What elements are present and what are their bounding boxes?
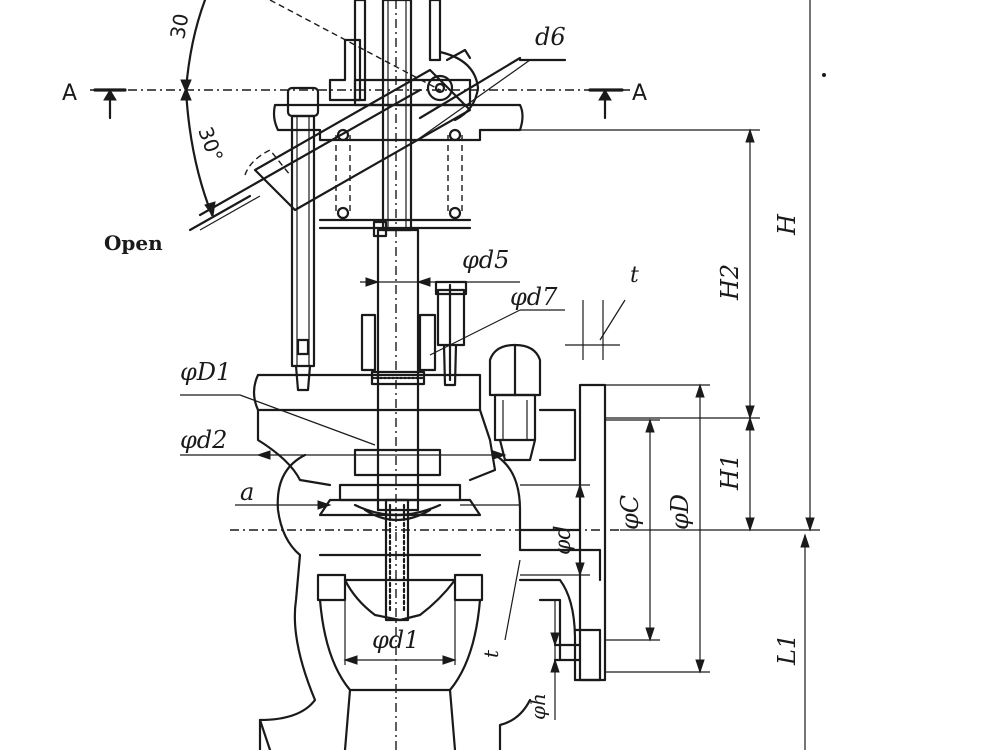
label-phi-h: φh bbox=[526, 693, 550, 720]
section-mark-right bbox=[588, 88, 624, 120]
lever bbox=[244, 48, 567, 212]
label-phi-d1: φd1 bbox=[372, 626, 419, 654]
label-H2: H2 bbox=[716, 264, 744, 301]
tie-bolt-left bbox=[286, 86, 320, 392]
stem bbox=[372, 0, 420, 622]
label-d6: d6 bbox=[535, 23, 566, 51]
label-t-lower: t bbox=[479, 649, 503, 658]
springs bbox=[318, 128, 472, 230]
open-label: Open bbox=[104, 231, 163, 255]
label-phi-D1: φD1 bbox=[180, 358, 231, 386]
yoke-top bbox=[272, 0, 524, 142]
angle-label-top: 30 bbox=[165, 12, 193, 41]
section-label-left: A bbox=[62, 81, 77, 106]
body-bolt bbox=[488, 343, 577, 462]
label-t: t bbox=[630, 263, 639, 288]
angle-label-mid: 30° bbox=[193, 124, 228, 166]
label-L1: L1 bbox=[773, 634, 801, 666]
label-phi-d5: φd5 bbox=[462, 246, 509, 274]
dimension-lines bbox=[180, 0, 820, 750]
label-H: H bbox=[773, 213, 801, 236]
label-a: a bbox=[240, 478, 254, 506]
label-H1: H1 bbox=[716, 454, 744, 491]
label-phi-d2: φd2 bbox=[180, 426, 227, 454]
label-phi-d: φd bbox=[551, 526, 576, 556]
label-phi-D: φD bbox=[666, 494, 694, 530]
label-phi-C: φC bbox=[616, 495, 644, 530]
label-phi-d7: φd7 bbox=[510, 283, 558, 311]
speck bbox=[822, 73, 826, 77]
bonnet bbox=[252, 280, 497, 521]
text-labels: A A 30 30° Open d6 φd5 φd7 t φD1 φd2 a φ… bbox=[62, 12, 801, 720]
section-label-right: A bbox=[632, 81, 647, 106]
section-mark-left bbox=[93, 88, 127, 120]
valve-body bbox=[258, 453, 602, 750]
